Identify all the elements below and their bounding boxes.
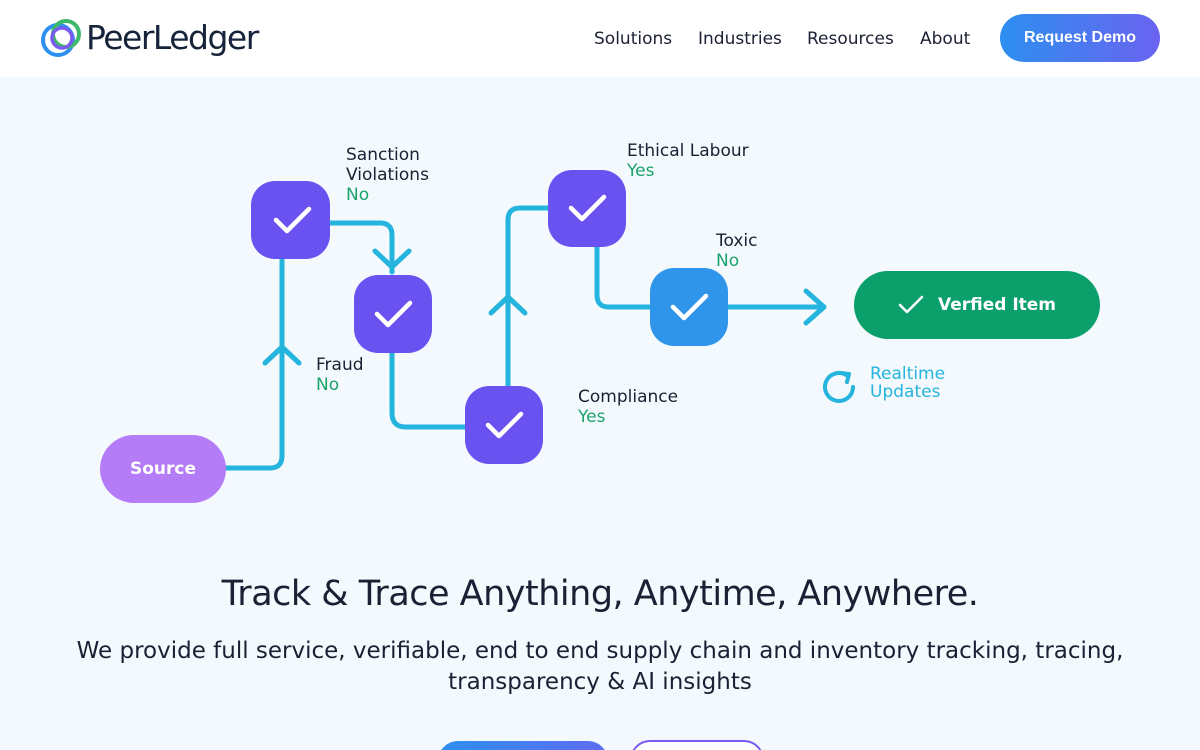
realtime-updates-label: Realtime Updates (870, 364, 946, 402)
brand-name: PeerLedger (86, 18, 259, 57)
check-node-toxic (650, 268, 728, 346)
check-label-ethical-labour: Ethical Labour (627, 141, 749, 161)
check-value-fraud: No (316, 375, 340, 395)
check-label-fraud: Fraud (316, 355, 364, 375)
check-label-toxic: Toxic (716, 231, 758, 251)
hero-title: Track & Trace Anything, Anytime, Anywher… (221, 574, 979, 614)
brand-logo[interactable]: PeerLedger (40, 14, 270, 62)
logo-rings-icon (41, 19, 81, 57)
verified-item-badge: Verfied Item (854, 271, 1100, 339)
check-icon (273, 206, 312, 234)
realtime-updates: Realtime Updates (820, 365, 1020, 409)
verified-item-label: Verfied Item (937, 295, 1057, 315)
check-icon (374, 300, 413, 328)
connector-sanction-fraud (317, 220, 395, 275)
request-demo-button[interactable]: Request Demo (1000, 14, 1160, 62)
check-icon (898, 295, 924, 314)
connector-compliance-ethical (505, 205, 555, 390)
arrow-up-icon (488, 294, 528, 316)
check-icon (670, 293, 709, 321)
check-value-compliance: Yes (578, 407, 606, 427)
arrow-up-icon (262, 344, 302, 366)
check-label-sanction: Sanction Violations (346, 145, 429, 185)
refresh-icon (823, 371, 855, 403)
hero-subtitle: We provide full service, verifiable, end… (76, 638, 1124, 695)
check-value-ethical-labour: Yes (627, 161, 655, 181)
check-label-compliance: Compliance (578, 387, 679, 407)
check-node-fraud (354, 275, 432, 353)
nav-resources[interactable]: Resources (807, 29, 894, 49)
connector-source-sanction (223, 214, 285, 471)
source-node: Source (100, 435, 226, 503)
flow-connectors (223, 170, 827, 471)
nav-industries[interactable]: Industries (698, 29, 782, 49)
connector-ethical-toxic (594, 240, 659, 310)
check-value-sanction: No (346, 185, 370, 205)
main-nav: Solutions Industries Resources About (0, 29, 1200, 53)
connector-fraud-compliance (389, 324, 473, 430)
check-icon (485, 411, 524, 439)
check-icon (568, 194, 607, 222)
nav-about[interactable]: About (920, 29, 971, 49)
hero-primary-button[interactable] (438, 741, 608, 750)
arrow-right-icon (803, 288, 827, 326)
check-value-toxic: No (716, 251, 740, 271)
check-node-ethical-labour (548, 170, 626, 247)
hero-secondary-button[interactable] (630, 740, 764, 750)
nav-solutions[interactable]: Solutions (594, 29, 673, 49)
check-node-sanction (251, 181, 330, 259)
check-node-compliance (465, 386, 543, 464)
arrow-down-icon (372, 248, 412, 270)
verification-flow-diagram: Sanction Violations No Fraud No Complian… (0, 77, 1200, 547)
site-header: PeerLedger Solutions Industries Resource… (0, 0, 1200, 77)
